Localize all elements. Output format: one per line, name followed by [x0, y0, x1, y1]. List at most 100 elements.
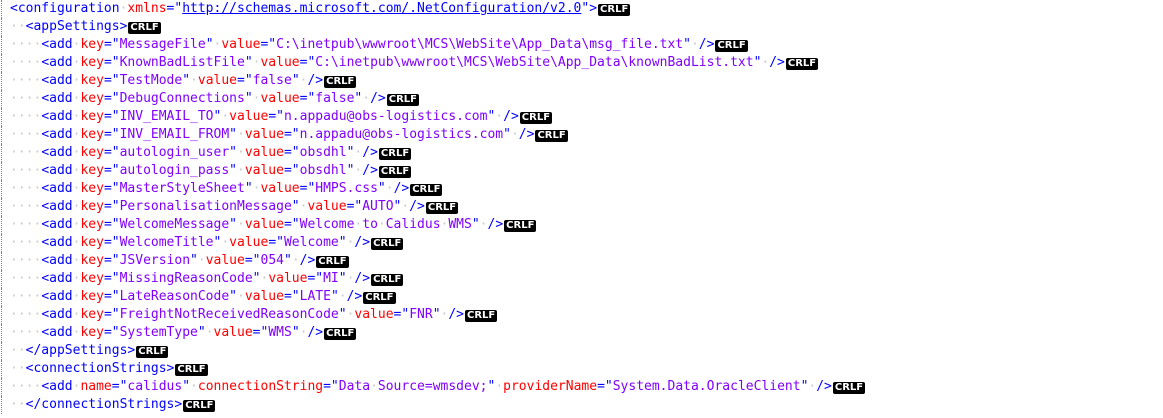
- code-line[interactable]: ····<add·key="KnownBadListFile"·value="C…: [0, 54, 819, 72]
- code-line[interactable]: ····<add·key="FreightNotReceivedReasonCo…: [0, 306, 498, 324]
- code-line[interactable]: ····<add·key="INV_EMAIL_TO"·value="n.app…: [0, 108, 553, 126]
- indent-whitespace: ··: [10, 343, 26, 358]
- code-token: "·/>: [471, 217, 504, 232]
- code-token: =": [103, 55, 120, 70]
- code-token: =": [103, 73, 120, 88]
- code-text: ····<add·key="INV_EMAIL_FROM"·value="n.a…: [8, 126, 568, 144]
- code-token: <add·: [41, 253, 81, 268]
- code-token: "·: [205, 37, 222, 52]
- code-token: key: [80, 91, 104, 106]
- code-text: ····<add·key="PersonalisationMessage"·va…: [8, 198, 459, 216]
- code-token: <connectionStrings>: [25, 361, 175, 376]
- code-line[interactable]: ····<add·key="TestMode"·value="false"·/>…: [0, 72, 357, 90]
- code-text: ····<add·name="calidus"·connectionString…: [8, 378, 866, 396]
- code-token: "·/>: [432, 307, 464, 322]
- code-token: "·/>: [393, 199, 425, 214]
- code-token: AUTO: [362, 199, 394, 214]
- code-token: "·: [213, 109, 230, 124]
- code-line[interactable]: ····<add·key="MissingReasonCode"·value="…: [0, 270, 404, 288]
- code-line[interactable]: ····<add·key="SystemType"·value="WMS"·/>…: [0, 324, 357, 342]
- code-line[interactable]: ····<add·key="INV_EMAIL_FROM"·value="n.a…: [0, 126, 568, 144]
- code-token: autologin_pass: [119, 163, 230, 178]
- eol-marker: CRLF: [371, 274, 404, 286]
- code-token: =": [283, 217, 300, 232]
- code-token: LateReasonCode: [119, 289, 230, 304]
- fold-guide: [1, 126, 8, 144]
- code-token: value: [268, 271, 308, 286]
- code-token: =": [111, 379, 128, 394]
- code-token: "·/>: [683, 37, 715, 52]
- code-text: ··<appSettings>CRLF: [8, 18, 161, 36]
- code-line[interactable]: ····<add·key="autologin_pass"·value="obs…: [0, 162, 412, 180]
- code-text: ····<add·key="WelcomeMessage"·value="Wel…: [8, 216, 537, 234]
- code-line[interactable]: ····<add·key="WelcomeMessage"·value="Wel…: [0, 216, 537, 234]
- code-line[interactable]: ··<appSettings>CRLF: [0, 18, 161, 36]
- fold-guide: [1, 216, 8, 234]
- indent-whitespace: ····: [10, 181, 42, 196]
- indent-whitespace: ··: [10, 397, 26, 412]
- code-text: ····<add·key="KnownBadListFile"·value="C…: [8, 54, 819, 72]
- eol-marker: CRLF: [504, 220, 537, 232]
- code-line[interactable]: ····<add·key="MessageFile"·value="C:\ine…: [0, 36, 748, 54]
- code-line[interactable]: <configuration·xmlns="http://schemas.mic…: [0, 0, 631, 18]
- code-line[interactable]: ····<add·key="PersonalisationMessage"·va…: [0, 198, 459, 216]
- fold-guide: [1, 162, 8, 180]
- code-token: value: [260, 181, 300, 196]
- code-line[interactable]: ····<add·key="autologin_user"·value="obs…: [0, 144, 412, 162]
- code-token: MasterStyleSheet: [119, 181, 245, 196]
- code-token: key: [80, 199, 104, 214]
- code-token: LATE: [299, 289, 331, 304]
- code-token: calidus: [127, 379, 183, 394]
- code-line[interactable]: ····<add·key="DebugConnections"·value="f…: [0, 90, 419, 108]
- code-token: "·: [487, 379, 504, 394]
- code-token: key: [80, 217, 104, 232]
- code-token: "·: [338, 307, 355, 322]
- indent-whitespace: ····: [10, 217, 42, 232]
- fold-guide: [1, 54, 8, 72]
- code-token: FreightNotReceivedReasonCode: [119, 307, 339, 322]
- code-token: C:\inetpub\wwwroot\MCS\WebSite\App_Data\…: [276, 37, 684, 52]
- code-token: key: [80, 145, 104, 160]
- code-line[interactable]: ····<add·key="WelcomeTitle"·value="Welco…: [0, 234, 404, 252]
- code-token: INV_EMAIL_FROM: [119, 127, 230, 142]
- code-token: <add·: [41, 235, 81, 250]
- code-line[interactable]: ··<connectionStrings>CRLF: [0, 360, 208, 378]
- fold-guide: [1, 252, 8, 270]
- code-token: Welcome: [283, 235, 339, 250]
- fold-guide: [1, 36, 8, 54]
- code-line[interactable]: ····<add·key="MasterStyleSheet"·value="H…: [0, 180, 443, 198]
- indent-whitespace: ··: [10, 19, 26, 34]
- code-token: =": [103, 271, 120, 286]
- indent-whitespace: ····: [10, 289, 42, 304]
- indent-whitespace: ····: [10, 307, 42, 322]
- code-token: KnownBadListFile: [119, 55, 245, 70]
- code-token: "·: [244, 91, 261, 106]
- code-token: value: [197, 73, 238, 88]
- fold-guide: [1, 306, 8, 324]
- code-line[interactable]: ····<add·key="JSVersion"·value="054"·/>C…: [0, 252, 349, 270]
- code-text: ····<add·key="LateReasonCode"·value="LAT…: [8, 288, 396, 306]
- code-token: <add·: [41, 289, 81, 304]
- fold-guide: [1, 234, 8, 252]
- code-text: ····<add·key="FreightNotReceivedReasonCo…: [8, 306, 498, 324]
- code-line[interactable]: ··</connectionStrings>CRLF: [0, 396, 216, 414]
- code-token: <add·: [41, 37, 81, 52]
- code-token: obsdhl: [299, 163, 347, 178]
- code-line[interactable]: ··</appSettings>CRLF: [0, 342, 169, 360]
- code-token: MessageFile: [119, 37, 206, 52]
- eol-marker: CRLF: [715, 40, 748, 52]
- code-token: =": [103, 217, 120, 232]
- indent-whitespace: ····: [10, 127, 42, 142]
- code-token: "·/>: [354, 91, 386, 106]
- code-token: <configuration·: [10, 1, 128, 16]
- code-token: <add·: [41, 109, 81, 124]
- code-line[interactable]: ····<add·key="LateReasonCode"·value="LAT…: [0, 288, 396, 306]
- code-text: ····<add·key="WelcomeTitle"·value="Welco…: [8, 234, 404, 252]
- code-line[interactable]: ····<add·name="calidus"·connectionString…: [0, 378, 866, 396]
- code-token: "·/>: [330, 289, 363, 304]
- code-text: <configuration·xmlns="http://schemas.mic…: [8, 0, 631, 18]
- code-token: =": [103, 37, 120, 52]
- code-token: "·: [229, 145, 245, 160]
- fold-guide: [1, 270, 8, 288]
